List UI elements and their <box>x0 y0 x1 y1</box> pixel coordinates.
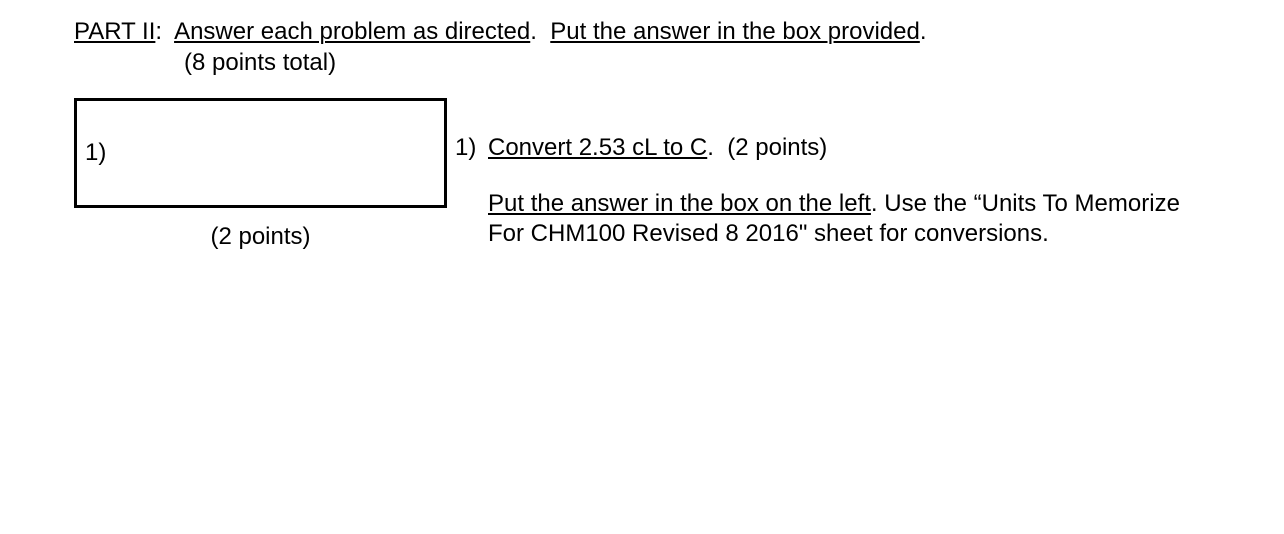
problem-1-statement-period: . <box>707 134 714 161</box>
part-points-total: (8 points total) <box>184 49 337 76</box>
problem-1-instructions: Put the answer in the box on the left. U… <box>488 189 1213 249</box>
answer-box-points-caption: (2 points) <box>210 223 311 250</box>
answer-box-number: 1) <box>85 139 107 166</box>
problem-1-body: Convert 2.53 cL to C. (2 points) Put the… <box>488 133 1255 249</box>
part-heading: PART II: Answer each problem as directed… <box>74 16 927 78</box>
directive-1-period: . <box>530 18 537 45</box>
part-colon: : <box>155 18 163 45</box>
problem-1-statement: Convert 2.53 cL to C. (2 points) <box>488 134 827 161</box>
problem-1-number: 1) <box>455 134 477 161</box>
problem-1: 1) Convert 2.53 cL to C. (2 points) Put … <box>455 133 1255 249</box>
problem-1-points: (2 points) <box>727 134 828 161</box>
directive-2-period: . <box>919 18 927 45</box>
problem-1-statement-row: 1) Convert 2.53 cL to C. (2 points) Put … <box>455 133 1255 249</box>
answer-box[interactable]: 1) <box>74 98 447 208</box>
part-label: PART II <box>74 18 156 45</box>
directive-answer-each-problem: Answer each problem as directed <box>174 18 531 45</box>
problem-1-statement-underlined: Convert 2.53 cL to C <box>488 134 708 161</box>
instruction-put-answer-box-left: Put the answer in the box on the left <box>488 190 871 217</box>
directive-put-answer-in-box: Put the answer in the box provided <box>550 18 920 45</box>
instruction-rest: . Use the “Units To Memorize For CHM100 … <box>488 190 1180 247</box>
part-heading-line-1: PART II: Answer each problem as directed… <box>74 16 927 47</box>
